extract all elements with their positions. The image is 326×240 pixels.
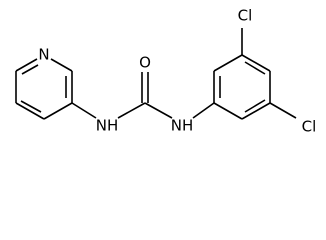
bond-c6-n — [15, 58, 38, 72]
bond-p5-p6 — [241, 102, 271, 120]
bond-nh-carbonyl — [117, 102, 146, 119]
atom-cl-bottom: Cl — [302, 118, 317, 136]
bond-c4-c5 — [15, 102, 45, 120]
bond-n-c2 — [50, 58, 73, 72]
bond-nh2-phenyl — [192, 102, 215, 119]
molecule-canvas: N O NH NH Cl Cl — [15, 6, 317, 136]
atom-urea-o: O — [139, 54, 151, 72]
bond-carbonyl-nh2 — [144, 102, 173, 119]
structure-diagram: N O NH NH Cl Cl — [15, 7, 317, 136]
atom-pyridine-n: N — [38, 46, 49, 64]
bond-p2-p3 — [213, 54, 243, 72]
atom-cl-top: Cl — [238, 7, 253, 25]
atom-nh-right: NH — [171, 117, 194, 135]
bond-p6-p1 — [213, 102, 243, 120]
dichlorophenyl-ring — [213, 54, 271, 120]
bond-p5-cl — [269, 102, 297, 119]
bond-c4-c5-inner — [20, 100, 42, 113]
bond-c3-c4 — [43, 102, 73, 120]
bond-p3-p4 — [241, 54, 271, 72]
pyridine-ring — [15, 58, 73, 120]
atom-nh-left: NH — [96, 117, 119, 135]
bond-p3-p4-inner — [244, 61, 266, 75]
bond-c6-n-inner — [21, 64, 39, 75]
bond-c3-nh — [71, 102, 97, 119]
bond-p5-p6-inner — [244, 99, 266, 113]
